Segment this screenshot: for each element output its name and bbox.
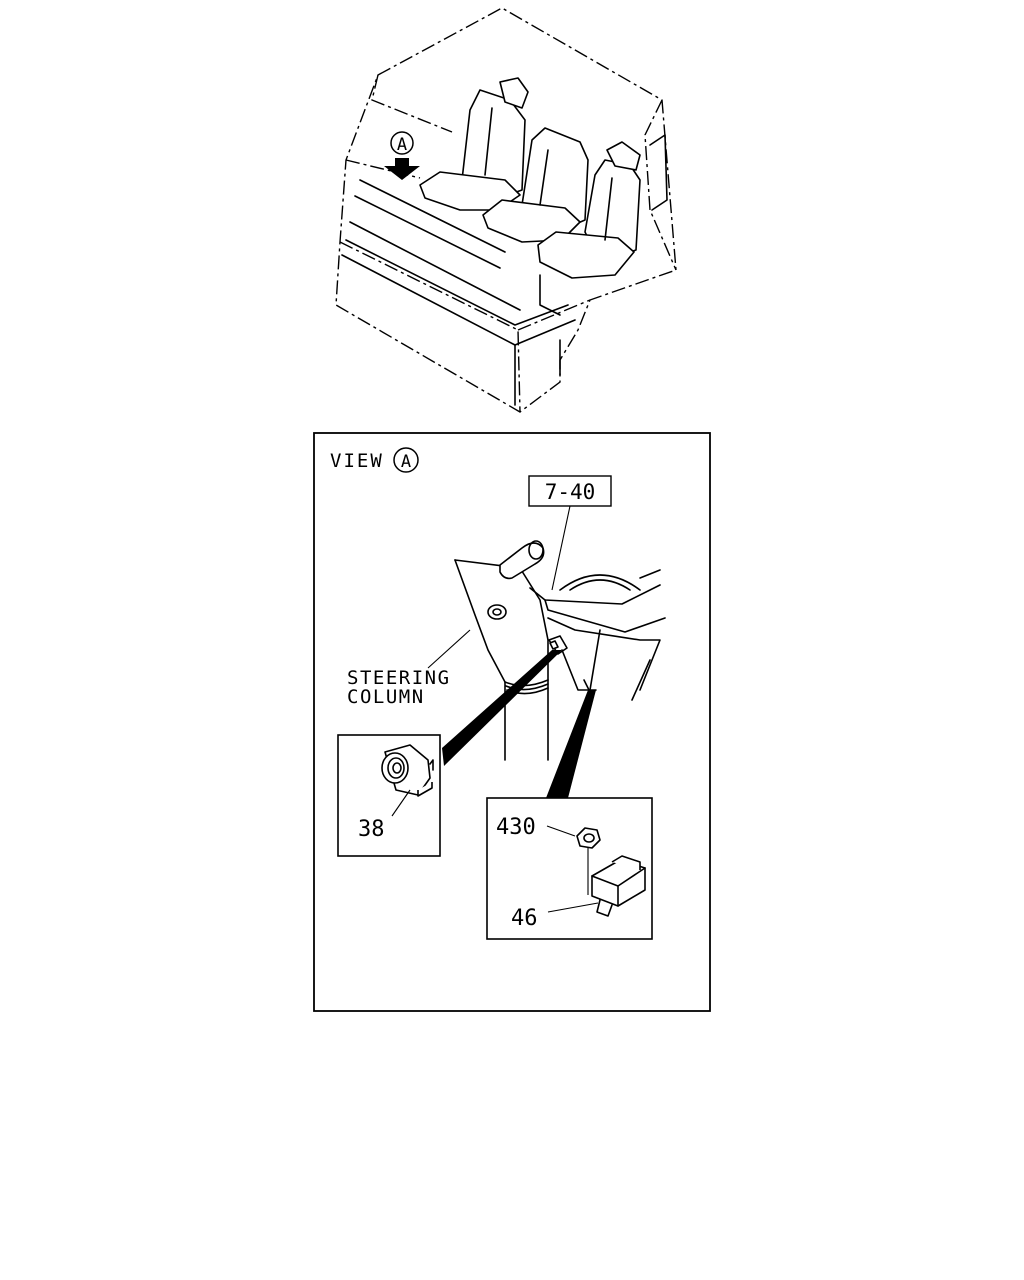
callout-46: 46: [511, 906, 538, 931]
view-direction-arrow: [384, 158, 420, 180]
reference-box-label: 7-40: [545, 480, 596, 504]
seat-passenger: [537, 141, 641, 279]
relay-46-icon: [591, 855, 646, 917]
view-a-title: VIEW A: [330, 447, 419, 473]
inset-part-38: 38: [337, 734, 441, 857]
view-a-prefix: VIEW: [330, 450, 384, 472]
steering-leader: [427, 629, 471, 669]
view-a-letter-top: A: [397, 135, 407, 155]
reference-box: 7-40: [528, 475, 612, 507]
steering-label-line1: STEERING: [347, 667, 451, 689]
connector-band-46: [546, 690, 596, 798]
view-a-marker-top: A: [390, 131, 414, 155]
nut-430-icon: [576, 827, 601, 849]
steering-label-line2: COLUMN: [347, 686, 425, 708]
cab-overview: A: [335, 7, 677, 413]
reference-leader: [551, 505, 571, 591]
detail-view-frame: [313, 432, 711, 1012]
inset-part-430-46: 430 46: [486, 797, 653, 940]
seat-driver: [419, 77, 529, 211]
connector-band-38: [442, 650, 562, 766]
callout-430: 430: [496, 815, 536, 840]
steering-column-label: STEERING COLUMN: [347, 667, 451, 708]
bracket-38-icon: [381, 744, 434, 797]
callout-38: 38: [358, 817, 385, 842]
view-a-letter: A: [401, 452, 411, 472]
